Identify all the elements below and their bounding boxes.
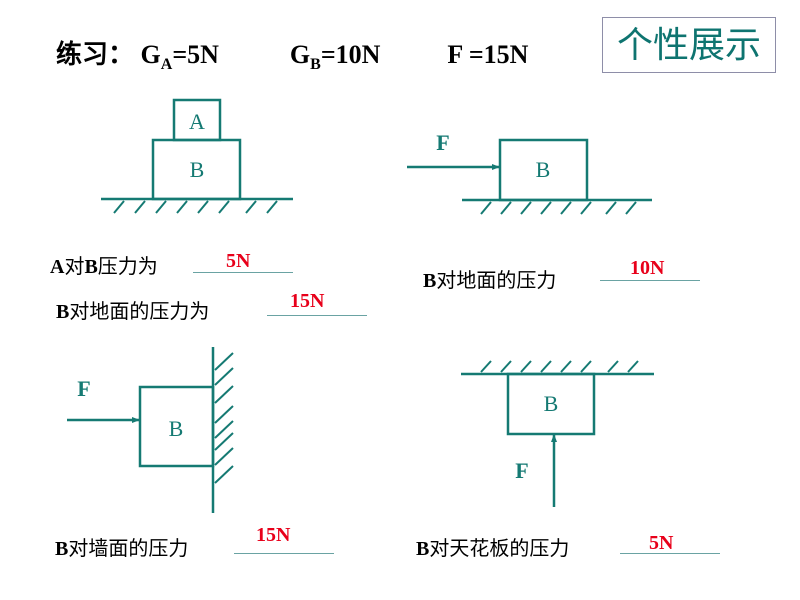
question-b-on-ceiling: B对天花板的压力 bbox=[416, 536, 570, 560]
answer-blank bbox=[267, 315, 367, 316]
answer-value: 15N bbox=[290, 290, 325, 312]
ground-hatch bbox=[113, 200, 278, 214]
diagram-wall-push bbox=[67, 347, 234, 513]
diagram-horizontal-push bbox=[407, 138, 652, 215]
showcase-badge: 个性展示 bbox=[602, 17, 776, 73]
block-b-label: B bbox=[544, 391, 559, 416]
diagram-stacked-blocks bbox=[101, 98, 293, 214]
question-a-on-b: A对B压力为 bbox=[50, 254, 158, 278]
force-label: F bbox=[436, 130, 449, 155]
block-b-label: B bbox=[536, 157, 551, 182]
exercise-heading: 练习： GA=5N GB=10N F =15N bbox=[56, 34, 528, 74]
answer-value: 5N bbox=[226, 250, 251, 272]
weight-b: GB=10N bbox=[289, 40, 381, 73]
force-label: F bbox=[515, 458, 528, 483]
block-a-label: A bbox=[189, 109, 205, 134]
answer-blank bbox=[620, 553, 720, 554]
question-b-on-ground: B对地面的压力为 bbox=[56, 299, 210, 323]
wall-hatch bbox=[214, 352, 234, 484]
question-b-on-ground-push: B对地面的压力 bbox=[423, 268, 557, 292]
answer-blank bbox=[234, 553, 334, 554]
force-value: F =15N bbox=[447, 40, 529, 69]
answer-value: 10N bbox=[630, 257, 665, 279]
ceiling-hatch bbox=[480, 360, 639, 373]
answer-blank bbox=[193, 272, 293, 273]
answer-value: 5N bbox=[649, 532, 674, 554]
heading-prefix: 练习： bbox=[56, 40, 135, 70]
force-label: F bbox=[77, 376, 90, 401]
question-b-on-wall: B对墙面的压力 bbox=[55, 536, 189, 560]
block-b-label: B bbox=[190, 157, 205, 182]
block-b-label: B bbox=[169, 416, 184, 441]
answer-blank bbox=[600, 280, 700, 281]
diagram-ceiling-push bbox=[461, 360, 654, 507]
ground-hatch bbox=[480, 201, 637, 215]
answer-value: 15N bbox=[256, 524, 291, 546]
weight-a: GA=5N bbox=[140, 40, 219, 73]
